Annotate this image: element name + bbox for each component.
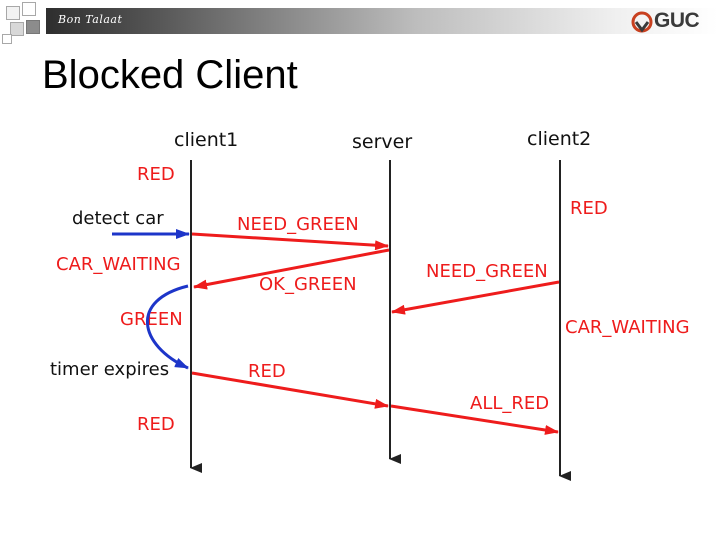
guc-logo-text: GUC	[654, 9, 700, 32]
client2-state-car-waiting: CAR_WAITING	[565, 317, 690, 338]
msg-ok-green-label: OK_GREEN	[259, 274, 357, 295]
participant-client1-label: client1	[174, 129, 238, 151]
client1-state-car-waiting: CAR_WAITING	[56, 254, 181, 275]
msg-all-red-arrow	[390, 404, 559, 435]
msg-need-green-c2-label: NEED_GREEN	[426, 261, 548, 282]
green-to-timer-curve	[146, 284, 189, 370]
participant-server-label: server	[352, 131, 412, 153]
decorative-squares	[0, 0, 46, 46]
slide-title: Blocked Client	[42, 53, 298, 97]
event-timer-expires: timer expires	[50, 359, 169, 380]
msg-need-green-c2-arrow	[391, 280, 560, 315]
msg-need-green-c1-arrow	[191, 232, 389, 251]
guc-logo	[631, 11, 653, 33]
msg-ok-green-arrow	[193, 248, 390, 290]
msg-red-label: RED	[248, 361, 286, 382]
msg-all-red-label: ALL_RED	[470, 393, 549, 414]
author-name: Bon Talaat	[58, 13, 123, 26]
msg-need-green-c1-label: NEED_GREEN	[237, 214, 359, 235]
msg-red-arrow	[191, 371, 389, 409]
participant-client2-label: client2	[527, 128, 591, 150]
client1-state-green: GREEN	[120, 309, 183, 330]
header-bar	[46, 8, 718, 34]
event-detect-car: detect car	[72, 208, 164, 229]
client1-state-red-1: RED	[137, 164, 175, 185]
client2-state-red: RED	[570, 198, 608, 219]
client1-state-red-2: RED	[137, 414, 175, 435]
